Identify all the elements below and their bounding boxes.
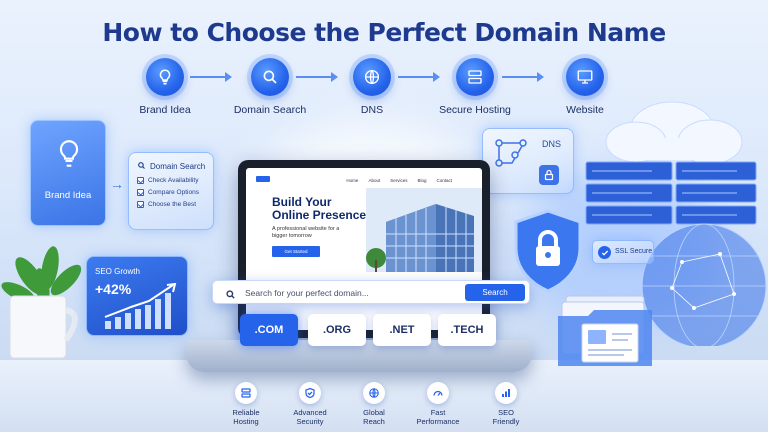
- flow-step-label: Secure Hosting: [439, 104, 511, 116]
- brand-idea-card: Brand Idea: [30, 120, 106, 226]
- flow-arrow: [190, 72, 232, 82]
- checkbox-icon: [137, 189, 144, 196]
- search-button[interactable]: Search: [465, 284, 525, 301]
- site-nav-item[interactable]: Contact: [436, 178, 452, 183]
- domain-search-card: Domain Search Check Availability Compare…: [128, 152, 214, 230]
- site-nav-item[interactable]: Services: [390, 178, 408, 183]
- check-circle-icon: [598, 246, 611, 259]
- seo-growth-card: SEO Growth +42%: [86, 256, 188, 336]
- search-icon: [251, 58, 289, 96]
- domain-search-header: Domain Search: [129, 153, 213, 172]
- list-item: Compare Options: [137, 189, 213, 196]
- site-subtext: A professional website for a bigger tomo…: [272, 226, 340, 239]
- site-nav-item[interactable]: Blog: [417, 178, 427, 183]
- laptop-screen: Home About Services Blog Contact Build Y…: [238, 160, 490, 338]
- brand-idea-label: Brand Idea: [44, 190, 92, 201]
- flow-arrow: [502, 72, 544, 82]
- plant-illustration: [0, 238, 92, 364]
- site-nav-item[interactable]: Home: [346, 178, 359, 183]
- tld-option-org[interactable]: .ORG: [308, 314, 366, 346]
- flow-step-label: Website: [566, 104, 604, 116]
- speedometer-icon: [427, 382, 449, 404]
- flow-step-dns: DNS: [317, 58, 427, 116]
- site-nav-item[interactable]: About: [368, 178, 381, 183]
- site-headline: Build Your Online Presence: [272, 195, 367, 222]
- search-icon: [225, 287, 236, 305]
- domain-search-checklist: Check Availability Compare Options Choos…: [129, 172, 213, 208]
- flow-step-website: Website: [530, 58, 640, 116]
- list-item: Choose the Best: [137, 201, 213, 208]
- lock-icon: [539, 165, 559, 185]
- tld-option-net[interactable]: .NET: [373, 314, 431, 346]
- flow-step-secure-hosting: Secure Hosting: [420, 58, 530, 116]
- seo-growth-value: +42%: [95, 281, 132, 297]
- flow-step-domain-search: Domain Search: [215, 58, 325, 116]
- domain-search-input[interactable]: Search for your perfect domain...: [245, 288, 369, 298]
- dns-card: DNS: [482, 128, 574, 194]
- monitor-icon: [566, 58, 604, 96]
- lightbulb-icon: [146, 58, 184, 96]
- dns-label: DNS: [541, 139, 561, 149]
- search-icon: [137, 161, 146, 172]
- list-item: Check Availability: [137, 177, 213, 184]
- checkbox-icon: [137, 201, 144, 208]
- seo-growth-title: SEO Growth: [95, 267, 140, 276]
- server-icon: [456, 58, 494, 96]
- flow-step-label: Brand Idea: [139, 104, 191, 116]
- globe-icon: [363, 382, 385, 404]
- ssl-secure-badge: SSL Secure: [592, 240, 654, 264]
- tld-option-com[interactable]: .COM: [240, 314, 298, 346]
- shield-icon: [512, 208, 584, 299]
- lightbulb-icon: [55, 137, 83, 176]
- bar-chart-icon: [495, 382, 517, 404]
- cloud-server-illustration: [580, 90, 768, 240]
- tld-option-tech[interactable]: .TECH: [438, 314, 496, 346]
- shield-icon: [299, 382, 321, 404]
- get-started-button[interactable]: Get Started: [272, 246, 320, 257]
- server-icon: [235, 382, 257, 404]
- building-image: [366, 188, 482, 272]
- checkbox-icon: [137, 177, 144, 184]
- domain-search-bar: Search for your perfect domain... Search: [212, 280, 530, 304]
- domain-search-title: Domain Search: [150, 162, 206, 171]
- network-icon: [493, 137, 533, 176]
- site-nav: Home About Services Blog Contact: [346, 178, 452, 183]
- site-logo: [256, 176, 270, 182]
- folder-icon: [556, 294, 654, 375]
- process-flow: Brand Idea Domain Search DNS Secure Host…: [0, 58, 768, 118]
- website-preview: Home About Services Blog Contact Build Y…: [246, 168, 482, 330]
- bar-chart-icon: [101, 282, 185, 336]
- chevron-right-icon: →: [110, 176, 124, 192]
- flow-arrow: [398, 72, 440, 82]
- flow-step-label: DNS: [360, 104, 384, 116]
- flow-step-label: Domain Search: [233, 104, 307, 116]
- page-title: How to Choose the Perfect Domain Name: [102, 18, 666, 47]
- flow-step-brand-idea: Brand Idea: [110, 58, 220, 116]
- globe-icon: [353, 58, 391, 96]
- ssl-secure-label: SSL Secure: [615, 248, 653, 255]
- flow-arrow: [296, 72, 338, 82]
